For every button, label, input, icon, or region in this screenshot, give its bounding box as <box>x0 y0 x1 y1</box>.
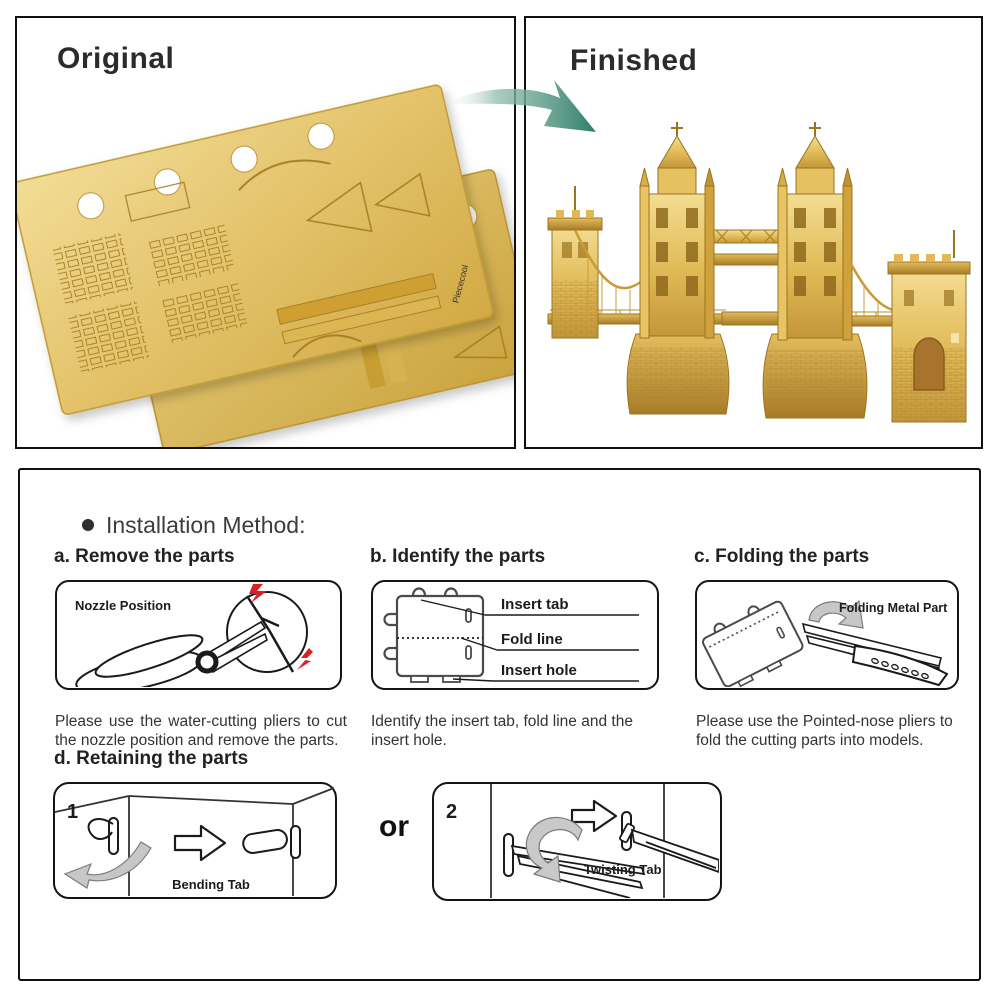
main-tower-right <box>762 122 868 419</box>
step-c-title: c. Folding the parts <box>694 546 870 567</box>
step-b-description: Identify the insert tab, fold line and t… <box>371 712 633 749</box>
option-1-number: 1 <box>67 801 78 823</box>
installation-method-label: Installation Method: <box>106 512 306 538</box>
twist-direction-arrow-icon <box>525 816 583 883</box>
high-walkways <box>713 229 793 266</box>
folding-metal-part-label: Folding Metal Part <box>839 601 948 615</box>
step-b-title: b. Identify the parts <box>370 546 546 567</box>
step-c-diagram: Folding Metal Part <box>695 580 959 690</box>
cut-mark-icons <box>249 584 313 670</box>
step-b-diagram: Insert tab Fold line Insert hole <box>371 580 659 690</box>
step-a-title: a. Remove the parts <box>54 546 235 567</box>
step-a-description: Please use the water-cutting pliers to c… <box>55 712 347 749</box>
step-a-diagram: Nozzle Position <box>55 580 342 694</box>
option-2-number: 2 <box>446 801 457 823</box>
sprue-part <box>245 595 295 673</box>
tower-bridge-model-image <box>547 122 971 423</box>
step-c-description: Please use the Pointed-nose pliers to fo… <box>696 712 953 749</box>
bullet-icon <box>82 519 94 531</box>
tab-after-bend <box>242 825 301 859</box>
fold-direction-arrow-icon <box>808 599 864 629</box>
water-cutting-pliers <box>75 620 268 694</box>
next-step-arrow-icon <box>173 824 227 862</box>
pointed-nose-pliers <box>801 622 949 687</box>
insert-hole-label: Insert hole <box>501 662 577 679</box>
tab-before-bend <box>87 817 119 855</box>
installation-method-header: Installation Method: <box>82 512 305 539</box>
leader-lines <box>420 599 639 682</box>
etched-brass-sheets-image: Piececool <box>17 84 514 447</box>
folded-part <box>702 600 804 688</box>
finished-title: Finished <box>570 44 698 77</box>
metal-part-outline <box>383 587 485 683</box>
brass-sheet-front: Piececool <box>17 84 494 415</box>
original-panel: Original <box>15 16 516 449</box>
or-label: or <box>379 810 409 843</box>
magnifier-circle <box>226 591 308 673</box>
step-d-title: d. Retaining the parts <box>54 748 249 769</box>
finished-panel: Finished <box>524 16 983 449</box>
bending-tab-label: Bending Tab <box>172 877 250 892</box>
main-tower-left <box>626 122 730 415</box>
left-abutment-tower <box>547 186 603 339</box>
transform-arrow-icon <box>442 80 596 132</box>
right-abutment-tower <box>887 230 971 423</box>
insert-tab-label: Insert tab <box>501 596 569 613</box>
fold-line-label: Fold line <box>501 631 563 648</box>
nozzle-position-label: Nozzle Position <box>75 598 171 613</box>
twisting-tab-diagram: 2 Twisting Tab <box>432 782 722 901</box>
bend-direction-arrow-icon <box>63 841 152 889</box>
bending-tab-diagram: 1 Bending Tab <box>53 782 337 899</box>
twisting-tab-label: Twisting Tab <box>584 862 662 877</box>
next-step-arrow-icon <box>570 799 618 833</box>
original-title: Original <box>57 42 175 75</box>
instructions-panel: Installation Method: a. Remove the parts… <box>18 468 981 981</box>
